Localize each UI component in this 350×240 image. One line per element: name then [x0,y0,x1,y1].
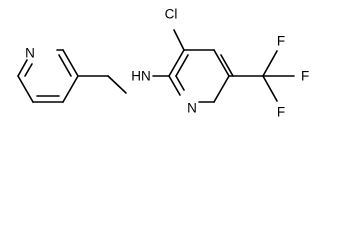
linker [77,75,170,94]
bond [213,49,230,77]
left-pyridine-ring [17,49,79,103]
substituents [173,29,295,102]
bond [173,29,185,51]
amine-nitrogen-label: HN [131,69,151,84]
fluorine-top-label: F [277,34,285,49]
bond [168,49,185,77]
bond [175,75,185,91]
right-pyridine-ring [168,49,234,103]
pyridine-nitrogen-right-label: N [187,101,197,116]
bond [220,54,234,77]
chlorine-label: Cl [165,7,178,22]
chemical-structure-diagram: N HN Cl N F F F [17,7,309,120]
fluorine-bottom-label: F [277,105,285,120]
pyridine-nitrogen-left-label: N [25,46,35,61]
bond [262,75,278,102]
bond [107,75,127,94]
bond [168,75,181,96]
bond [17,59,28,77]
fluorine-right-label: F [301,69,309,84]
bond [24,63,33,77]
bond [175,54,189,77]
bond [262,50,278,77]
bond [62,49,79,77]
bond [58,54,72,77]
bond [62,75,79,103]
bond [213,75,230,103]
bond [17,75,34,103]
